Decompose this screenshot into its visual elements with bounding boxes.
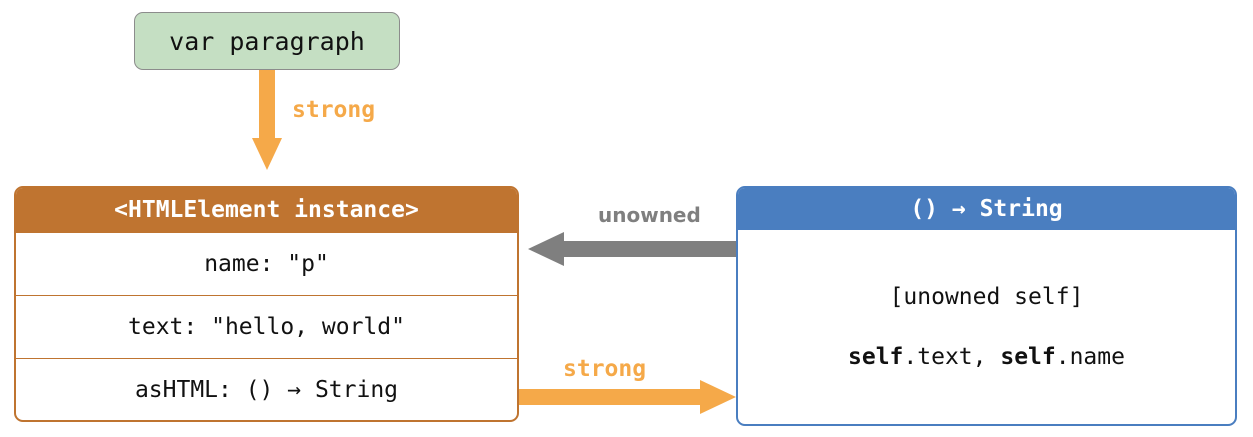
closure-box-body: [unowned self] self.text, self.name bbox=[738, 230, 1235, 424]
object-property-row: name: "p" bbox=[16, 232, 517, 295]
variable-box: var paragraph bbox=[134, 12, 400, 70]
self-keyword: self bbox=[848, 344, 904, 370]
self-property: .text, bbox=[903, 344, 1001, 370]
variable-label: var paragraph bbox=[169, 26, 365, 56]
arrow-strong-down-icon bbox=[252, 70, 282, 170]
object-box: <HTMLElement instance> name: "p" text: "… bbox=[14, 186, 519, 422]
arrow-head bbox=[252, 138, 282, 170]
self-keyword: self bbox=[1000, 344, 1056, 370]
object-property-row: asHTML: () → String bbox=[16, 358, 517, 420]
arrow-label-strong-bottom: strong bbox=[563, 356, 647, 382]
arrow-unowned-left-icon bbox=[528, 232, 736, 266]
arrow-label-unowned: unowned bbox=[598, 203, 701, 227]
closure-box: () → String [unowned self] self.text, se… bbox=[736, 186, 1237, 426]
self-property: .name bbox=[1055, 344, 1125, 370]
arrow-label-strong-top: strong bbox=[292, 97, 376, 123]
arrow-strong-right-icon bbox=[519, 380, 736, 414]
arrow-shaft bbox=[561, 241, 736, 257]
arrow-shaft bbox=[259, 70, 275, 140]
closure-capture-usage: self.text, self.name bbox=[848, 344, 1125, 370]
arrow-shaft bbox=[519, 389, 701, 405]
arrow-head bbox=[700, 380, 736, 414]
object-property-row: text: "hello, world" bbox=[16, 295, 517, 358]
closure-capture-list: [unowned self] bbox=[889, 284, 1084, 310]
closure-box-header: () → String bbox=[738, 188, 1235, 230]
object-box-header: <HTMLElement instance> bbox=[16, 188, 517, 232]
arrow-head bbox=[528, 232, 564, 266]
